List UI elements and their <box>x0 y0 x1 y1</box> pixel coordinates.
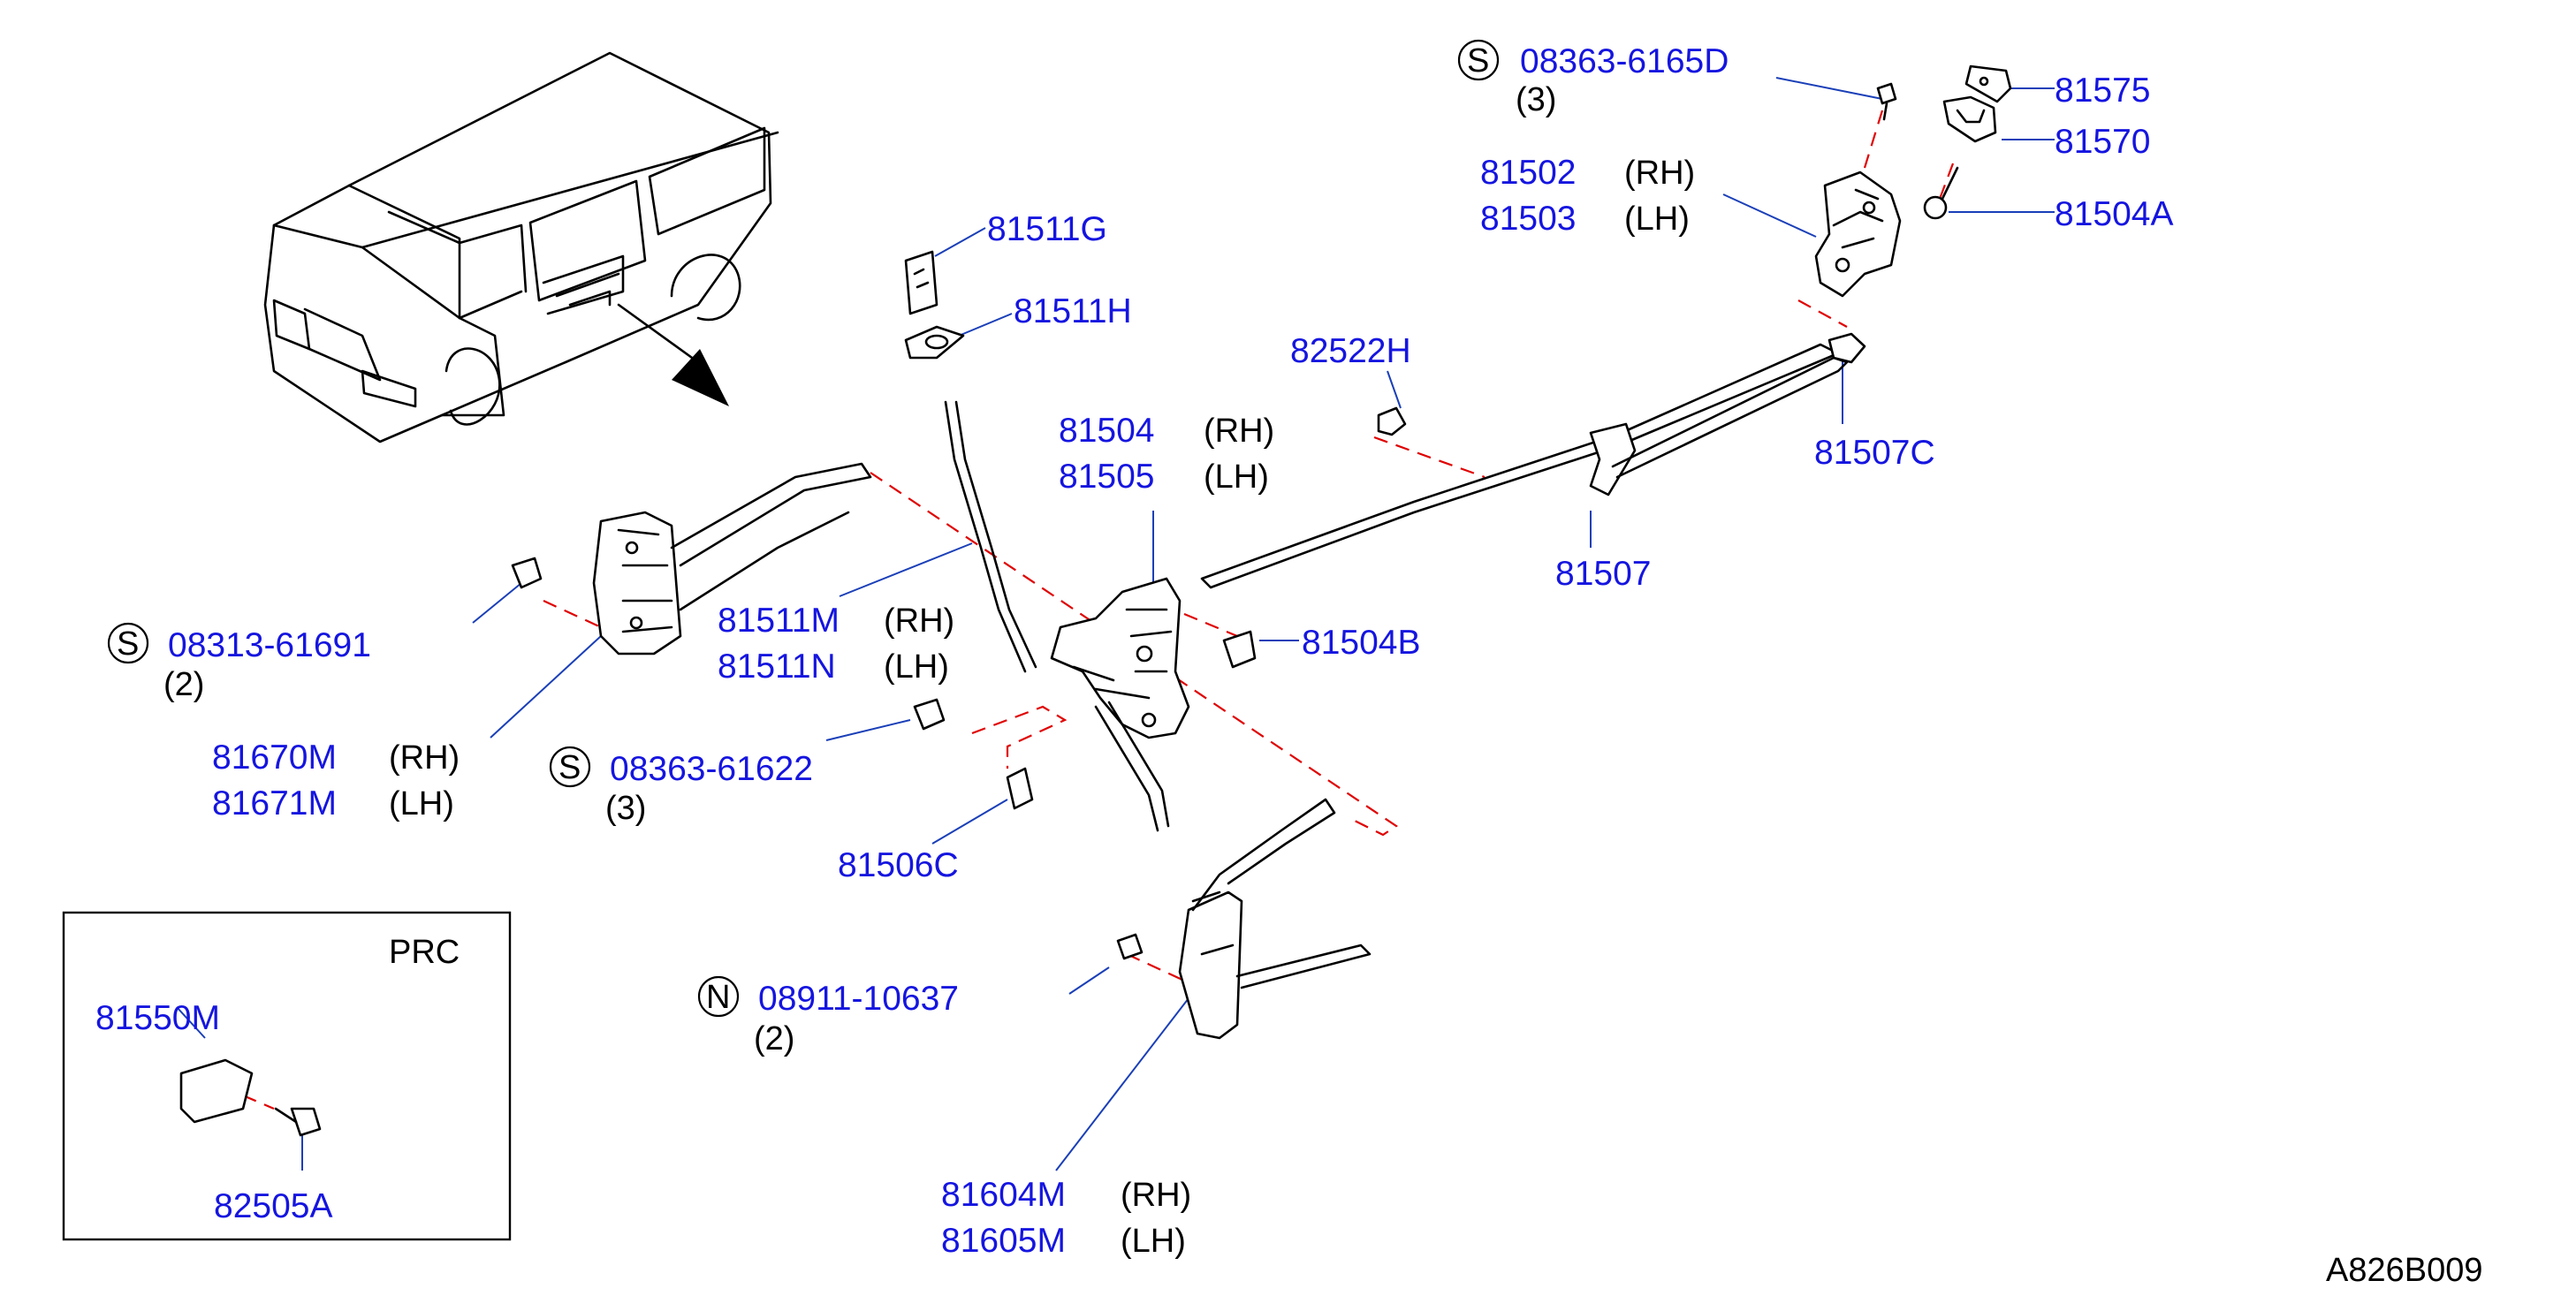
callout-81503[interactable]: 81503 <box>1480 200 1576 238</box>
van-illustration <box>263 51 779 443</box>
callout-81507[interactable]: 81507 <box>1555 555 1651 593</box>
callout-81504B[interactable]: 81504B <box>1302 624 1420 662</box>
callout-81505[interactable]: 81505 <box>1059 458 1154 496</box>
callout-08911-10637[interactable]: 08911-10637 <box>758 980 959 1018</box>
callout-81511N[interactable]: 81511N <box>718 648 836 686</box>
callout-81504A[interactable]: 81504A <box>2055 195 2173 233</box>
qualifier-81504: (RH) <box>1204 413 1274 450</box>
callout-81511G[interactable]: 81511G <box>987 210 1107 248</box>
qty-08363-6165D: (3) <box>1516 81 1556 118</box>
callout-81570[interactable]: 81570 <box>2055 123 2150 161</box>
qualifier-81511N: (LH) <box>884 648 949 686</box>
callout-81502[interactable]: 81502 <box>1480 154 1576 192</box>
symbol-n-10637: N <box>706 979 730 1016</box>
callout-08363-61622[interactable]: 08363-61622 <box>610 750 813 788</box>
prc-inset: PRC 81550M 82505A <box>62 911 512 1241</box>
qty-08363-61622: (3) <box>605 790 646 827</box>
qualifier-81671M: (LH) <box>389 785 454 822</box>
callout-08313-61691[interactable]: 08313-61691 <box>168 626 371 664</box>
callout-81605M[interactable]: 81605M <box>941 1222 1066 1260</box>
callout-82522H[interactable]: 82522H <box>1290 332 1411 370</box>
qty-08313-61691: (2) <box>163 666 204 703</box>
callout-81511M[interactable]: 81511M <box>718 602 840 640</box>
parts-artwork <box>511 64 2012 1040</box>
qualifier-81502: (RH) <box>1624 155 1695 192</box>
qualifier-81604M: (RH) <box>1121 1177 1191 1214</box>
callout-08363-6165D[interactable]: 08363-6165D <box>1520 42 1729 80</box>
callout-81511H[interactable]: 81511H <box>1014 292 1132 330</box>
symbol-s-6165d: S <box>1467 42 1489 80</box>
symbol-circle-s-61691 <box>107 622 149 664</box>
inset-part-81550m: 81550M <box>95 999 220 1037</box>
inset-title: PRC <box>389 934 460 971</box>
qualifier-81511M: (RH) <box>884 602 954 640</box>
qualifier-81670M: (RH) <box>389 739 460 777</box>
symbol-circle-n-10637 <box>697 975 740 1018</box>
callout-81507C[interactable]: 81507C <box>1814 434 1935 472</box>
symbol-s-61691: S <box>117 625 139 663</box>
qualifier-81503: (LH) <box>1624 201 1690 238</box>
callout-81671M[interactable]: 81671M <box>212 784 337 822</box>
callout-labels: S 08363-6165D (3) 81575 81570 81504A 815… <box>107 39 2483 1289</box>
inset-part-82505a: 82505A <box>214 1187 332 1225</box>
symbol-s-61622: S <box>559 749 581 786</box>
symbol-circle-s-6165d <box>1457 39 1500 81</box>
qualifier-81605M: (LH) <box>1121 1223 1186 1260</box>
callout-81506C[interactable]: 81506C <box>838 846 959 884</box>
inset-bolt-head-art <box>290 1107 322 1137</box>
symbol-circle-s-61622 <box>549 746 591 788</box>
callout-81575[interactable]: 81575 <box>2055 72 2150 110</box>
qualifier-81505: (LH) <box>1204 458 1269 496</box>
callout-81504[interactable]: 81504 <box>1059 412 1154 450</box>
qty-08911-10637: (2) <box>754 1020 794 1057</box>
inset-bracket-art <box>179 1058 254 1124</box>
inset-frame <box>62 911 512 1241</box>
diagram-id: A826B009 <box>2326 1252 2483 1289</box>
leader-lines <box>176 77 2055 1171</box>
callout-81670M[interactable]: 81670M <box>212 739 337 777</box>
assembly-dash-lines <box>242 110 1955 1110</box>
callout-81604M[interactable]: 81604M <box>941 1176 1066 1214</box>
